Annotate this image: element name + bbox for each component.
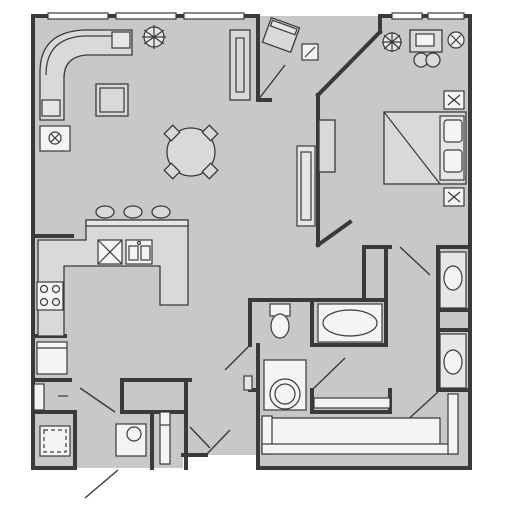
- plant-icon: [382, 32, 402, 52]
- window-4: [391, 12, 423, 20]
- side-table-icon: [301, 43, 319, 61]
- dresser-icon: [296, 119, 336, 227]
- shelf-icon: [159, 411, 171, 465]
- desk-icon: [409, 29, 443, 68]
- window-3: [183, 12, 245, 20]
- coffee-table-icon: [95, 83, 129, 117]
- refrigerator-icon: [36, 341, 68, 375]
- plant-icon: [142, 25, 166, 49]
- sectional-sofa-icon: [39, 29, 133, 121]
- bed-icon: [383, 111, 467, 185]
- closet-toilet-icon: [243, 359, 307, 411]
- bathtub-icon: [317, 303, 383, 343]
- tv-icon: [229, 29, 251, 101]
- toilet-icon: [269, 303, 291, 339]
- doors: [79, 64, 439, 499]
- dishwasher-icon: [97, 239, 123, 265]
- lamp-icon: [447, 31, 465, 49]
- sink-icon: [439, 251, 467, 389]
- floor-area: [33, 16, 470, 468]
- window-1: [47, 12, 109, 20]
- window-5: [427, 12, 465, 20]
- washer-icon: [39, 425, 71, 457]
- armchair-icon: [261, 16, 301, 54]
- floor-fill: [33, 16, 470, 468]
- sink-icon: [125, 239, 153, 265]
- dining-table-icon: [163, 124, 219, 180]
- water-heater-icon: [115, 423, 147, 457]
- bar-stool-icon: [95, 205, 171, 219]
- end-table-icon: [39, 125, 71, 152]
- window-2: [115, 12, 177, 20]
- laundry-shelf-icon: [33, 383, 68, 411]
- windows: [47, 12, 465, 20]
- stove-icon: [36, 281, 64, 311]
- closet-rod-icon: [261, 393, 459, 455]
- nightstand-icon: [443, 90, 465, 207]
